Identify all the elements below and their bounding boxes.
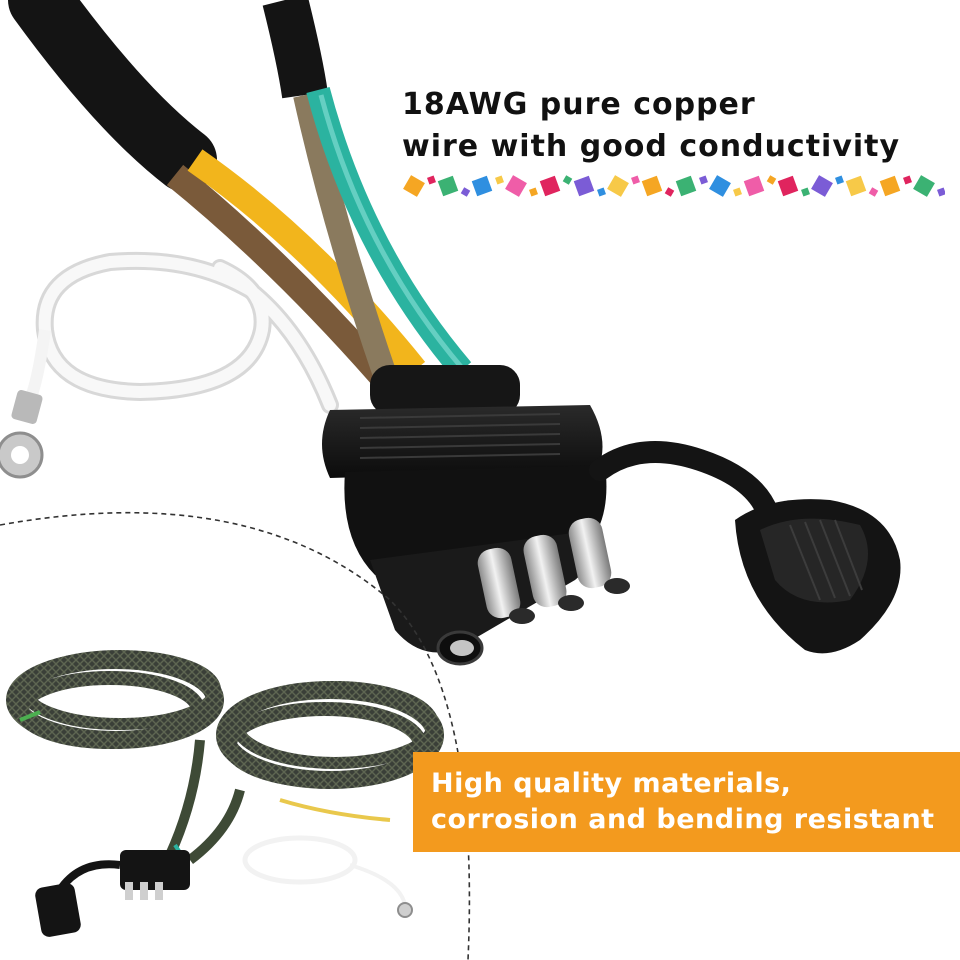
confetti-piece [675, 175, 697, 197]
confetti-piece [913, 175, 935, 197]
confetti-piece [835, 175, 844, 185]
confetti-piece [607, 175, 629, 197]
confetti-piece [641, 175, 663, 197]
confetti-piece [403, 175, 425, 197]
confetti-piece [597, 187, 606, 197]
confetti-decoration [403, 175, 945, 197]
confetti-piece [427, 175, 436, 185]
colored-wires [166, 86, 472, 389]
confetti-piece [437, 175, 459, 197]
confetti-piece [699, 175, 708, 185]
confetti-piece [801, 187, 810, 197]
confetti-piece [879, 175, 901, 197]
inset-harness-photo [6, 650, 444, 937]
white-ground-wire [0, 251, 339, 479]
confetti-piece [460, 187, 471, 197]
headline-line-1: 18AWG pure copper [402, 87, 756, 122]
banner-text: High quality materials, corrosion and be… [431, 766, 935, 838]
metal-pins [436, 517, 630, 666]
headline-line-2: wire with good conductivity [402, 129, 901, 164]
confetti-piece [495, 175, 504, 185]
confetti-piece [937, 187, 945, 197]
confetti-piece [471, 175, 493, 197]
dust-cap [589, 441, 901, 654]
four-pin-connector [322, 365, 630, 666]
confetti-piece [505, 175, 527, 197]
confetti-piece [766, 175, 777, 185]
confetti-piece [903, 175, 912, 185]
banner-line-2: corrosion and bending resistant [431, 804, 935, 835]
confetti-piece [529, 187, 538, 197]
confetti-piece [562, 175, 573, 185]
confetti-piece [733, 187, 742, 197]
confetti-piece [845, 175, 867, 197]
confetti-piece [811, 175, 833, 197]
banner-line-1: High quality materials, [431, 768, 792, 799]
features-banner: High quality materials, corrosion and be… [413, 752, 960, 852]
confetti-piece [539, 175, 561, 197]
confetti-piece [664, 187, 675, 197]
confetti-piece [868, 187, 879, 197]
wire-jacket [8, 0, 328, 192]
confetti-piece [631, 175, 640, 185]
confetti-piece [709, 175, 731, 197]
headline: 18AWG pure copper wire with good conduct… [402, 84, 957, 168]
confetti-piece [573, 175, 595, 197]
confetti-piece [743, 175, 765, 197]
confetti-piece [777, 175, 799, 197]
